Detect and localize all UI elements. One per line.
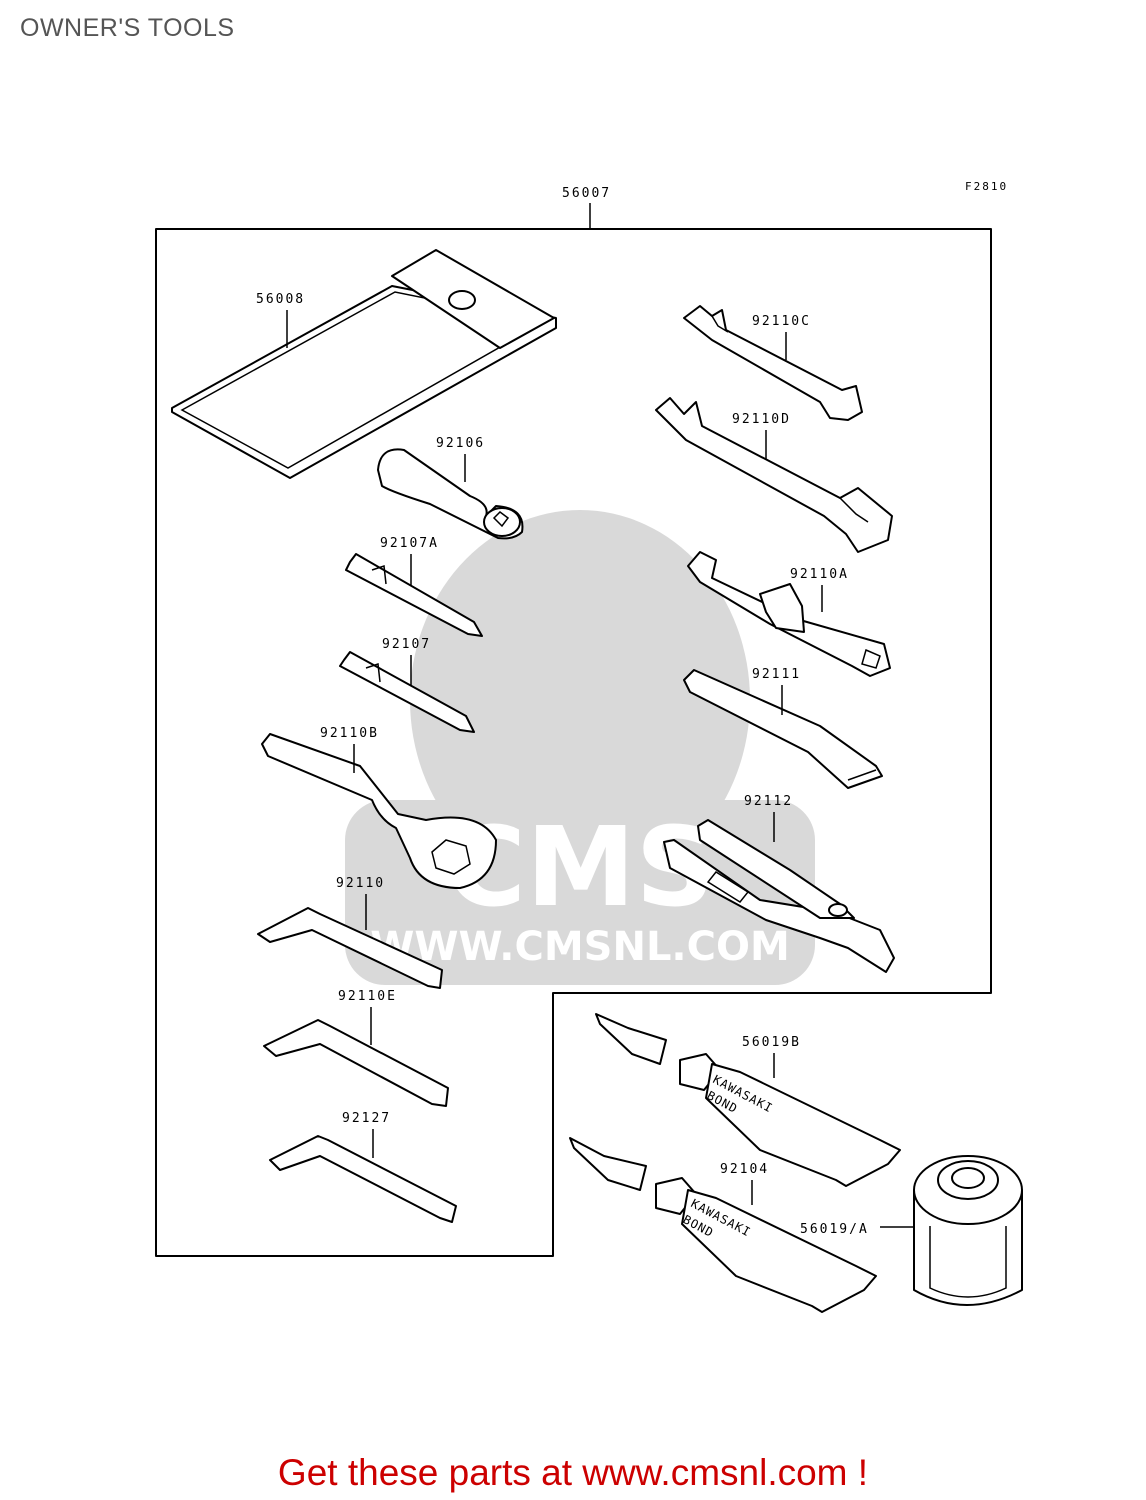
wrench-92110d: 92110D (655, 397, 893, 553)
hex-key-92127: 92127 (269, 1111, 457, 1223)
watermark-url: WWW.CMSNL.COM (370, 924, 790, 970)
part-label-wrench-c[interactable]: 92110C (752, 314, 811, 329)
part-label-pliers[interactable]: 92112 (744, 794, 793, 809)
part-label-hex-key[interactable]: 92110 (336, 876, 385, 891)
part-label-bit-a[interactable]: 92107A (380, 536, 439, 551)
part-label-wrench-d[interactable]: 92110D (732, 412, 791, 427)
cta-link[interactable]: Get these parts at www.cmsnl.com ! (277, 1452, 869, 1493)
part-label-bit[interactable]: 92107 (382, 637, 431, 652)
part-label-extension[interactable]: 92111 (752, 667, 801, 682)
part-label-plug-wrench[interactable]: 92110A (790, 567, 849, 582)
pouch-56008: 56008 (171, 249, 557, 479)
part-label-bond[interactable]: 92104 (720, 1162, 769, 1177)
bit-92107a: 92107A (345, 536, 483, 637)
part-label-pouch[interactable]: 56008 (256, 292, 305, 307)
bond-tube-56019b: KAWASAKI BOND 56019B (595, 1013, 901, 1187)
extension-92111: 92111 (683, 667, 883, 789)
wrench-92110c: 92110C (683, 305, 863, 421)
part-label-ring-wrench[interactable]: 92110B (320, 726, 379, 741)
plug-wrench-92110a: 92110A (687, 551, 891, 677)
hex-key-92110: 92110 (257, 876, 443, 989)
pliers-92112: 92112 (663, 794, 895, 973)
watermark-figure (410, 510, 750, 890)
ring-wrench-92110b: 92110B (261, 726, 497, 889)
watermark: CMS WWW.CMSNL.COM (345, 510, 815, 985)
part-label-kit[interactable]: 56007 (562, 186, 611, 201)
bond-can-56019a: 56019/A (800, 1155, 1023, 1306)
part-label-hex-key-e[interactable]: 92110E (338, 989, 397, 1004)
figure-code: F2810 (965, 180, 1008, 193)
part-label-driver-handle[interactable]: 92106 (436, 436, 485, 451)
kit-outline (155, 228, 992, 1257)
driver-handle-92106: 92106 (377, 436, 524, 540)
part-label-bond-a[interactable]: 56019/A (800, 1222, 869, 1237)
hex-key-92110e: 92110E (263, 989, 449, 1107)
page-title: OWNER'S TOOLS (20, 14, 235, 42)
part-label-bond-b[interactable]: 56019B (742, 1035, 801, 1050)
part-label-hex-key-s[interactable]: 92127 (342, 1111, 391, 1126)
bit-92107: 92107 (339, 637, 475, 733)
bond-tube-92104: KAWASAKI BOND 92104 (569, 1137, 877, 1313)
